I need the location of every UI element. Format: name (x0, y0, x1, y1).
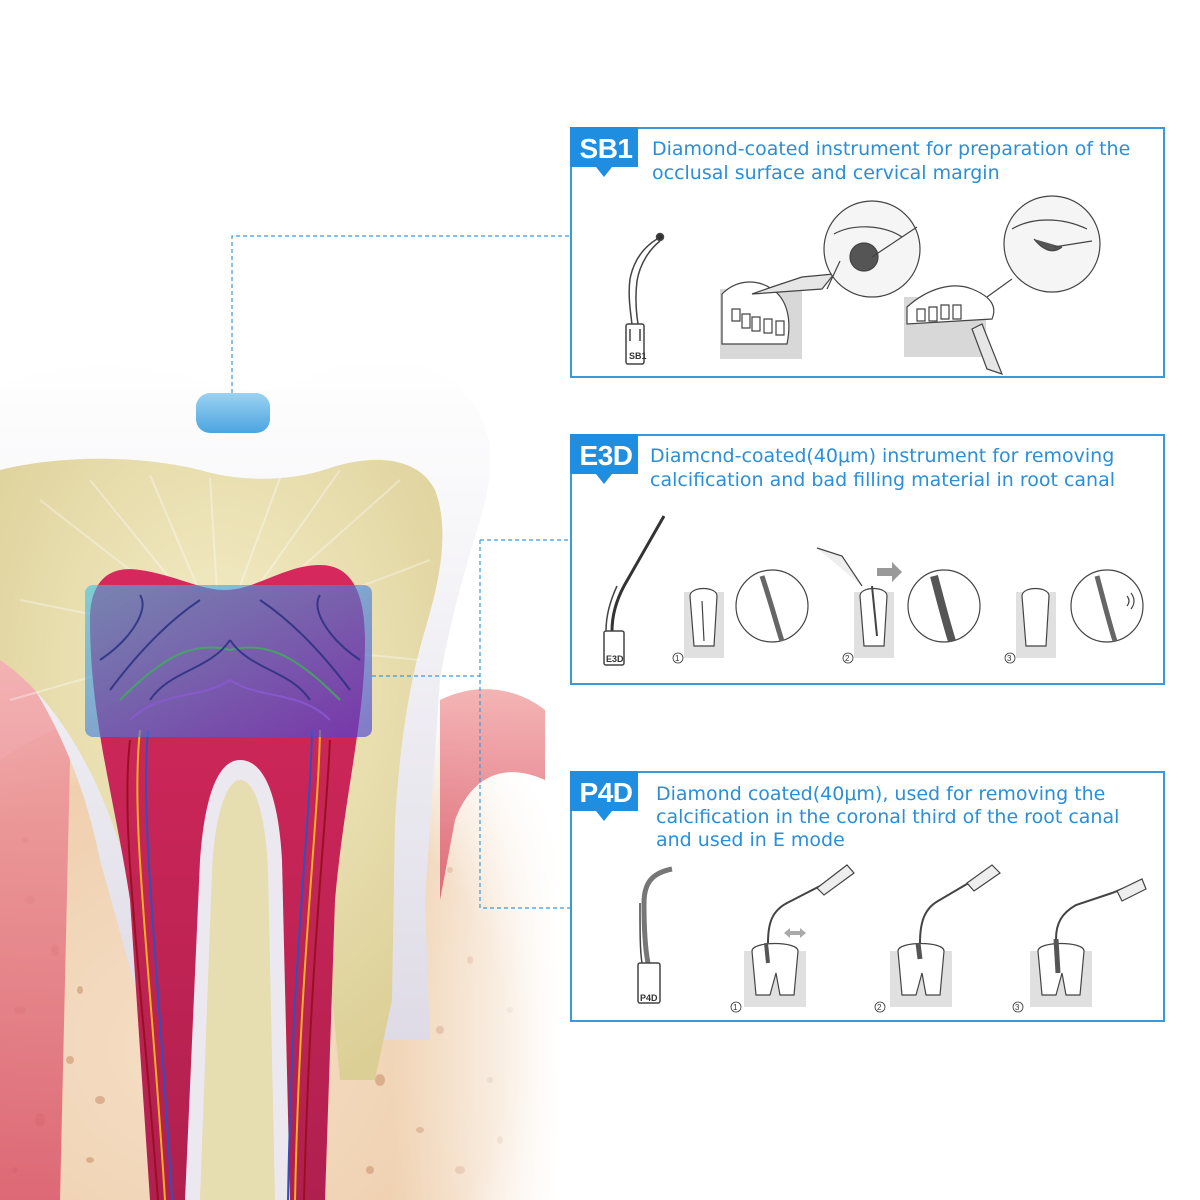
tag-label: E3D (579, 440, 633, 471)
panel-sb1: SB1 Diamond-coated instrument for prepar… (570, 127, 1165, 378)
panel-p4d: P4D Diamond coated(40μm), used for remov… (570, 771, 1165, 1022)
p4d-step-scenes (744, 864, 1147, 1007)
tag-badge (570, 771, 638, 821)
sb1-illustrations: SB1 (625, 195, 1101, 375)
e3d-step-2: 2 (845, 654, 850, 663)
tag-label: P4D (579, 777, 633, 808)
e3d-tip-icon (603, 515, 666, 666)
tag-label: SB1 (579, 133, 633, 164)
jaw-scene-2 (904, 195, 1101, 375)
panel-description: Diamcnd-coated(40μm) instrument for remo… (650, 445, 1116, 491)
pulp-vessels (99, 594, 361, 721)
gum-right (440, 689, 545, 900)
occlusal-highlight (196, 393, 270, 433)
p4d-tip-icon (637, 866, 673, 1004)
e3d-tip-label: E3D (606, 654, 624, 664)
p4d-step-numbers (730, 1001, 1024, 1013)
p4d-illustrations: P4D 1 2 3 (637, 864, 1147, 1013)
nerves (126, 729, 331, 1200)
sb1-tip-icon (625, 232, 665, 365)
panel-description: Diamond-coated instrument for preparatio… (652, 138, 1131, 184)
leader-lines (231, 235, 570, 909)
panel-e3d: E3D Diamcnd-coated(40μm) instrument for … (570, 434, 1165, 685)
e3d-step-numbers (672, 652, 1016, 664)
tag-badge (570, 127, 638, 177)
jaw-scene-1 (720, 200, 921, 359)
panel-description: Diamond coated(40μm), used for removing … (656, 783, 1120, 851)
e3d-illustrations: E3D 1 2 3 (603, 515, 1144, 666)
sb1-tip-label: SB1 (629, 351, 647, 361)
tag-badge (570, 434, 638, 484)
p4d-step-1: 1 (733, 1003, 738, 1012)
e3d-step-1: 1 (675, 654, 680, 663)
e3d-step-3: 3 (1007, 654, 1012, 663)
p4d-step-3: 3 (1015, 1003, 1020, 1012)
p4d-tip-label: P4D (640, 993, 658, 1003)
p4d-step-2: 2 (877, 1003, 882, 1012)
pulp-chamber-highlight (85, 585, 372, 737)
e3d-step-scenes (684, 547, 1144, 658)
gum-left (0, 640, 70, 1200)
